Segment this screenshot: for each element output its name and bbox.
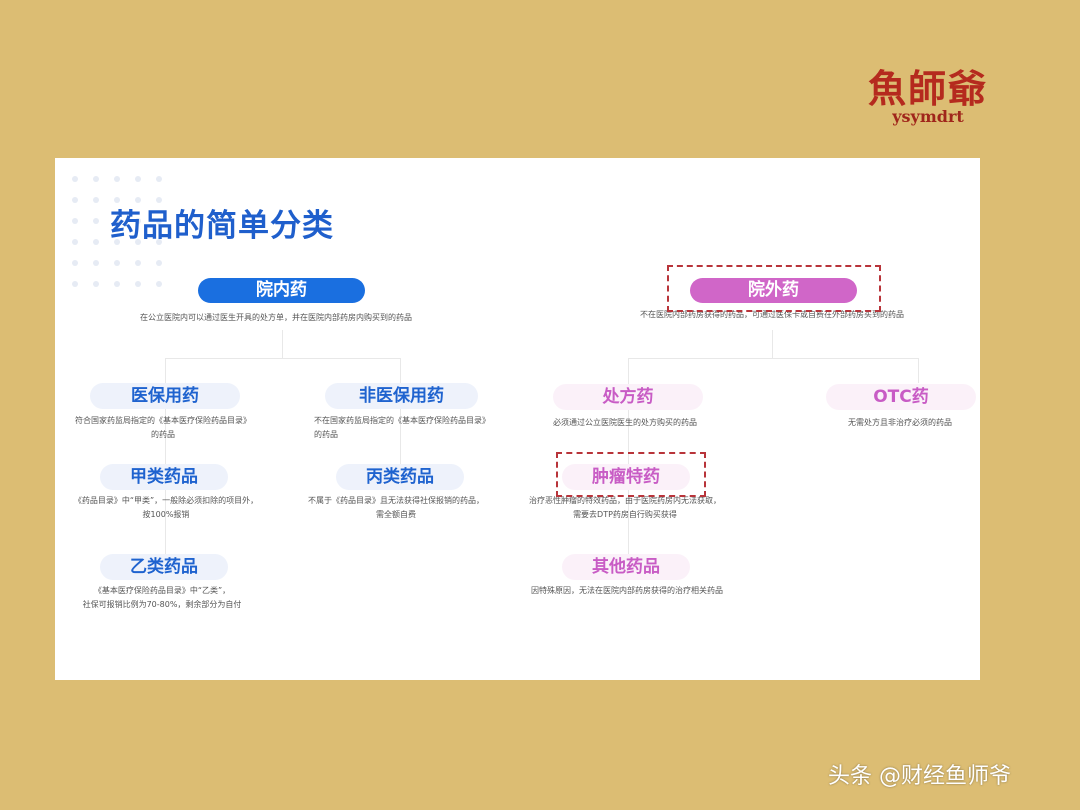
decorative-dot <box>93 239 99 245</box>
decorative-dot <box>72 260 78 266</box>
highlight-box <box>667 265 881 312</box>
node-yuannei: 院内药 <box>198 278 365 303</box>
decorative-dot <box>156 239 162 245</box>
node-yuanwai: 院外药 <box>690 278 857 303</box>
decorative-dot <box>135 218 141 224</box>
decorative-dot <box>72 218 78 224</box>
node-bing: 丙类药品 <box>336 464 464 490</box>
connector-line <box>400 358 401 468</box>
logo-text-en: ysymdrt <box>892 107 964 126</box>
node-qita-desc: 因特殊原因，无法在医院内部药房获得的治疗相关药品 <box>531 586 723 595</box>
slide <box>55 158 980 680</box>
node-yuanwai-desc: 不在医院内部药房获得的药品，可通过医保卡或自费在外部药房买到的药品 <box>640 310 904 319</box>
connector-line <box>772 330 773 358</box>
decorative-dot <box>72 281 78 287</box>
node-yi: 乙类药品 <box>100 554 228 580</box>
decorative-dot <box>114 239 120 245</box>
node-chufang: 处方药 <box>553 384 703 410</box>
decorative-dot <box>93 197 99 203</box>
node-zhongliu-desc: 治疗恶性肿瘤的特效药品，由于医院药房内无法获取，需要去DTP药房自行购买获得 <box>529 496 721 519</box>
highlight-box <box>556 452 706 497</box>
decorative-dot <box>114 176 120 182</box>
connector-line <box>918 358 919 383</box>
decorative-dot <box>93 281 99 287</box>
node-yibao-desc: 符合国家药监局指定的《基本医疗保险药品目录》的药品 <box>75 416 251 439</box>
decorative-dot <box>156 218 162 224</box>
decorative-dot <box>156 176 162 182</box>
node-chufang-desc: 必须通过公立医院医生的处方购买的药品 <box>553 418 697 427</box>
connector-line <box>165 358 401 359</box>
decorative-dot <box>72 176 78 182</box>
node-jia: 甲类药品 <box>100 464 228 490</box>
node-feiyibao-desc: 不在国家药监局指定的《基本医疗保险药品目录》的药品 <box>314 416 490 439</box>
decorative-dot <box>156 197 162 203</box>
node-jia-desc: 《药品目录》中“甲类”，一般除必须扣除的项目外，按100%报销 <box>73 496 259 519</box>
connector-line <box>628 358 629 558</box>
node-otc-desc: 无需处方且非治疗必须的药品 <box>848 418 952 427</box>
decorative-dot <box>114 197 120 203</box>
decorative-dot <box>72 239 78 245</box>
decorative-dot <box>93 176 99 182</box>
decorative-dot <box>135 239 141 245</box>
logo: 魚師爺 ysymdrt <box>868 58 988 126</box>
connector-line <box>165 358 166 558</box>
node-bing-desc: 不属于《药品目录》且无法获得社保报销的药品，需全额自费 <box>308 496 484 519</box>
decorative-dot <box>135 281 141 287</box>
decorative-dot <box>135 176 141 182</box>
decorative-dot <box>114 218 120 224</box>
node-otc: OTC药 <box>826 384 976 410</box>
decorative-dot <box>156 260 162 266</box>
node-qita: 其他药品 <box>562 554 690 580</box>
decorative-dot <box>156 281 162 287</box>
slide-title: 药品的简单分类 <box>110 208 334 244</box>
decorative-dot <box>114 260 120 266</box>
decorative-dot <box>93 218 99 224</box>
decorative-dot <box>135 260 141 266</box>
decorative-dot <box>114 281 120 287</box>
watermark: 头条 @财经鱼师爷 <box>828 764 1011 789</box>
node-feiyibao: 非医保用药 <box>325 383 478 409</box>
connector-line <box>282 330 283 358</box>
decorative-dot <box>93 260 99 266</box>
decorative-dot <box>135 197 141 203</box>
connector-line <box>628 358 919 359</box>
node-yi-desc: 《基本医疗保险药品目录》中“乙类”，社保可报销比例为70-80%，剩余部分为自付 <box>82 586 242 609</box>
node-yuannei-desc: 在公立医院内可以通过医生开具的处方单，并在医院内部药房内购买到的药品 <box>140 313 412 322</box>
logo-text-cn: 魚師爺 <box>868 66 989 111</box>
node-zhongliu: 肿瘤特药 <box>562 464 690 490</box>
decorative-dot <box>72 197 78 203</box>
node-yibao: 医保用药 <box>90 383 240 409</box>
